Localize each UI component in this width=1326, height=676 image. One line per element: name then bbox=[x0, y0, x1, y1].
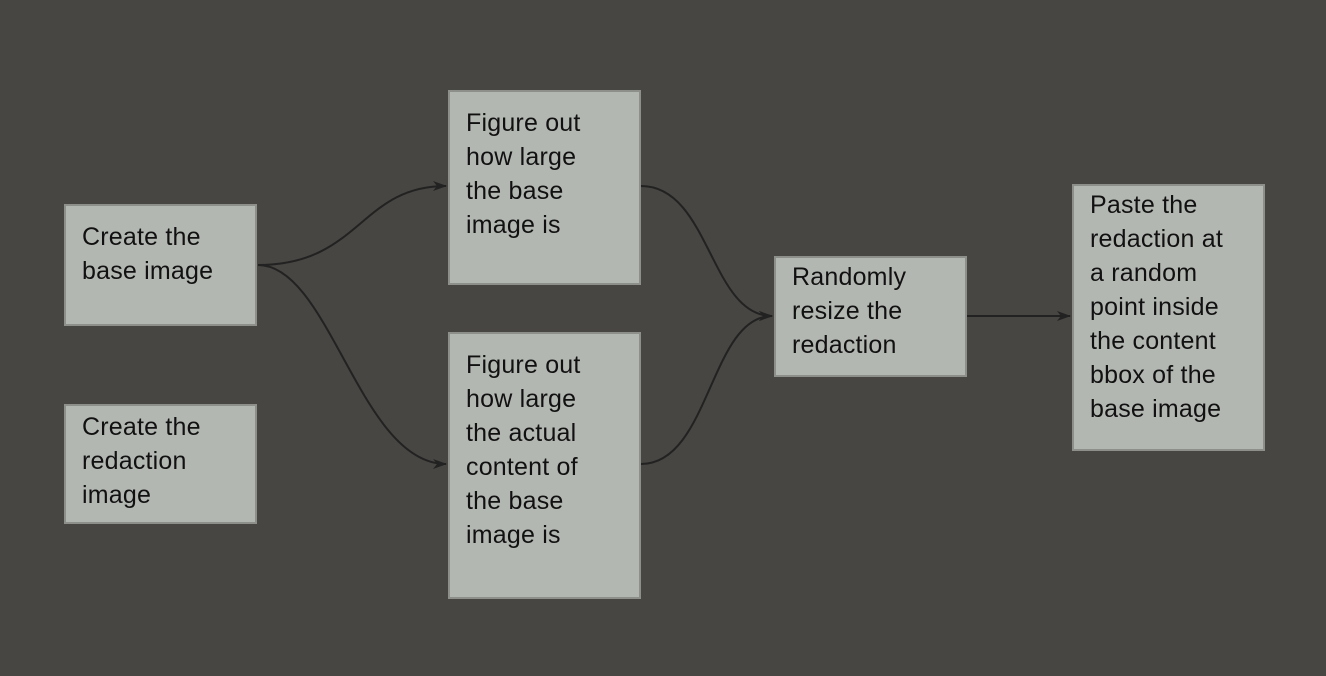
node-line: Figure out bbox=[466, 351, 581, 379]
node-line: Figure out bbox=[466, 109, 581, 137]
node-line: the base bbox=[466, 487, 564, 515]
node-line: redaction at bbox=[1090, 225, 1224, 253]
edge-size-content-to-resize bbox=[640, 311, 773, 465]
node-line: the content bbox=[1090, 327, 1216, 355]
node-line: redaction bbox=[82, 447, 187, 475]
node-line: the base bbox=[466, 177, 564, 205]
node-line: a random bbox=[1090, 259, 1198, 287]
node-line: Create the bbox=[82, 413, 201, 441]
node-create-redaction: Create the redaction image bbox=[64, 404, 257, 524]
node-create-base: Create the base image bbox=[64, 204, 257, 326]
node-line: how large bbox=[466, 385, 577, 413]
node-line: base image bbox=[82, 257, 214, 285]
node-line: bbox of the bbox=[1090, 361, 1216, 389]
node-resize: Randomly resize the redaction bbox=[774, 256, 967, 377]
node-line: Create the bbox=[82, 223, 201, 251]
node-line: Randomly bbox=[792, 263, 907, 291]
node-line: resize the bbox=[792, 297, 903, 325]
edge-create-base-to-size-content bbox=[257, 264, 447, 469]
node-size-content: Figure out how large the actual content … bbox=[448, 332, 641, 599]
node-line: base image bbox=[1090, 395, 1222, 423]
edge-size-base-to-resize bbox=[640, 185, 773, 321]
node-line: the actual bbox=[466, 419, 577, 447]
node-line: Paste the bbox=[1090, 191, 1198, 219]
node-line: redaction bbox=[792, 331, 897, 359]
node-line: image bbox=[82, 481, 152, 509]
node-line: content of bbox=[466, 453, 578, 481]
node-line: image is bbox=[466, 211, 561, 239]
node-line: image is bbox=[466, 521, 561, 549]
node-line: point inside bbox=[1090, 293, 1219, 321]
node-line: how large bbox=[466, 143, 577, 171]
edge-create-base-to-size-base bbox=[257, 181, 447, 266]
node-paste: Paste the redaction at a random point in… bbox=[1072, 184, 1265, 451]
node-size-base: Figure out how large the base image is bbox=[448, 90, 641, 285]
